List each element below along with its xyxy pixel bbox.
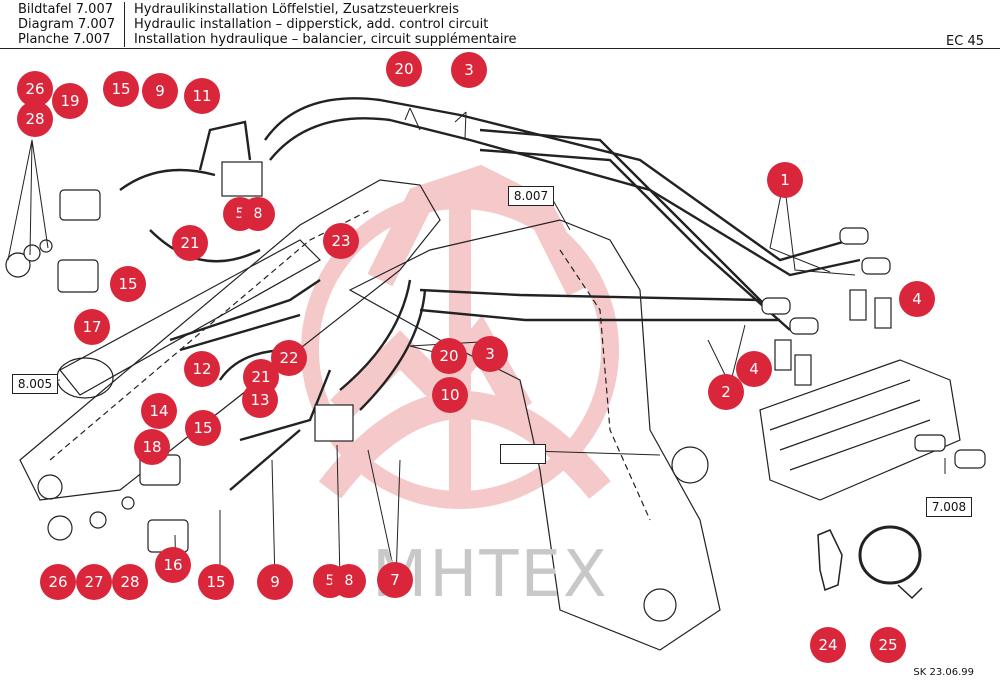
- ref-box-7-008: 7.008: [926, 497, 972, 517]
- header-left-fr: Planche 7.007: [18, 32, 111, 47]
- header-title-de: Hydraulikinstallation Löffelstiel, Zusat…: [134, 2, 460, 17]
- clip-and-clamp: [817, 525, 923, 600]
- callout-20-b: 20: [431, 338, 467, 374]
- callout-19: 19: [52, 83, 88, 119]
- elbow-4: [789, 317, 819, 335]
- callout-7: 7: [377, 562, 413, 598]
- callout-18: 18: [134, 429, 170, 465]
- dipperstick: [19, 179, 441, 501]
- control-valve-bank: [759, 359, 986, 501]
- hoses: [119, 97, 861, 491]
- bucket-pivot: [37, 474, 63, 500]
- callout-4-b: 4: [736, 351, 772, 387]
- header-left-de: Bildtafel 7.007: [18, 2, 113, 17]
- callout-8-b: 8: [332, 564, 366, 598]
- callout-13: 13: [242, 382, 278, 418]
- callout-9-b: 9: [257, 564, 293, 600]
- main-boom: [348, 219, 721, 651]
- machine-outline: [19, 179, 721, 651]
- callout-25: 25: [870, 627, 906, 663]
- callout-1: 1: [767, 162, 803, 198]
- valve-block-upper: [221, 161, 263, 197]
- adapter-4: [794, 354, 812, 386]
- elbow-2: [861, 257, 891, 275]
- header: Bildtafel 7.007 Diagram 7.007 Planche 7.…: [0, 0, 1000, 50]
- callout-15-d: 15: [198, 564, 234, 600]
- coupling-upper-2: [57, 259, 99, 293]
- header-title-fr: Installation hydraulique – balancier, ci…: [134, 32, 517, 47]
- header-title-en: Hydraulic installation – dipperstick, ad…: [134, 17, 489, 32]
- model-label: EC 45: [946, 34, 984, 49]
- o-ring-1: [5, 252, 31, 278]
- callout-24: 24: [810, 627, 846, 663]
- callout-3: 3: [451, 52, 487, 88]
- callout-26: 26: [17, 71, 53, 107]
- callout-16: 16: [155, 547, 191, 583]
- o-ring-4: [47, 515, 73, 541]
- callout-3-b: 3: [472, 336, 508, 372]
- ref-box-8-005: 8.005: [12, 374, 58, 394]
- callout-8: 8: [241, 197, 275, 231]
- elbow-3: [761, 297, 791, 315]
- line-art: [5, 97, 986, 651]
- clip: [817, 529, 843, 592]
- boom-base-pivot: [643, 588, 677, 622]
- header-rule: [0, 48, 1000, 49]
- o-ring-5: [89, 511, 107, 529]
- adapter-2: [874, 297, 892, 329]
- header-separator: [124, 2, 125, 47]
- callout-4: 4: [899, 281, 935, 317]
- ref-box-blank: [500, 444, 546, 464]
- callout-21: 21: [172, 225, 208, 261]
- callout-10: 10: [432, 377, 468, 413]
- valve-block-lower: [314, 404, 354, 442]
- footer-stamp: SK 23.06.99: [913, 667, 974, 678]
- callout-27: 27: [76, 564, 112, 600]
- coupling-upper: [59, 189, 101, 221]
- callout-15-b: 15: [110, 266, 146, 302]
- callout-28-b: 28: [112, 564, 148, 600]
- callout-15: 15: [103, 71, 139, 107]
- callout-12: 12: [184, 351, 220, 387]
- callout-17: 17: [74, 309, 110, 345]
- fittings: [5, 161, 892, 553]
- ref-box-8-007: 8.007: [508, 186, 554, 206]
- callout-26-b: 26: [40, 564, 76, 600]
- callout-28: 28: [17, 101, 53, 137]
- boom-pivot: [671, 446, 709, 484]
- adapter-1: [849, 289, 867, 321]
- callout-20: 20: [386, 51, 422, 87]
- o-ring-3: [39, 239, 53, 253]
- o-ring-6: [121, 496, 135, 510]
- callout-23: 23: [323, 223, 359, 259]
- callout-9: 9: [142, 73, 178, 109]
- adapter-3: [774, 339, 792, 371]
- header-left-en: Diagram 7.007: [18, 17, 116, 32]
- callout-2: 2: [708, 374, 744, 410]
- elbow-1: [839, 227, 869, 245]
- cylinder: [59, 239, 321, 396]
- exploded-view: MHTEX 8.007 8.005 7.008 26 19 28 15 9 11…: [0, 50, 1000, 684]
- callout-15-c: 15: [185, 410, 221, 446]
- callout-14: 14: [141, 393, 177, 429]
- callout-11: 11: [184, 78, 220, 114]
- hose-clamp: [858, 525, 922, 585]
- o-ring-2: [23, 244, 41, 262]
